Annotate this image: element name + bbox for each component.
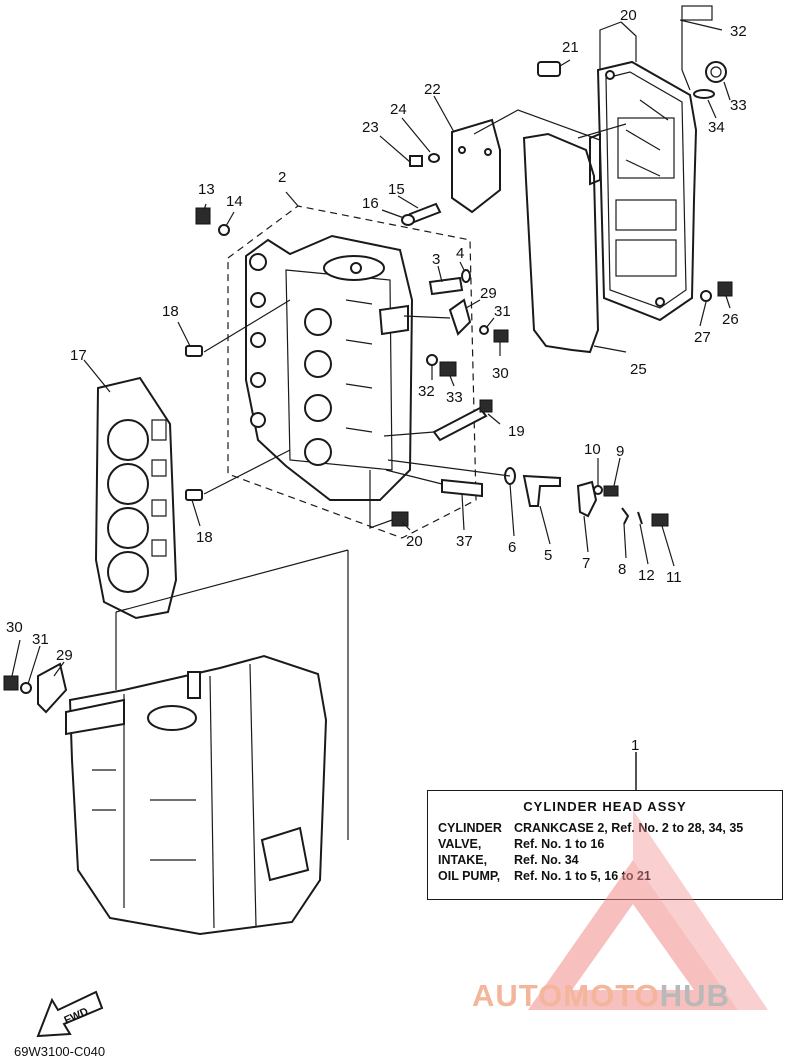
callout-31: 31 xyxy=(494,303,511,320)
callout-15: 15 xyxy=(388,181,405,198)
callout-19: 19 xyxy=(508,423,525,440)
callout-28: 27 xyxy=(694,329,711,346)
watermark-text-main: AUTOMOTO xyxy=(472,978,660,1013)
legend-key: OIL PUMP, xyxy=(438,869,501,883)
callout-31-left: 31 xyxy=(32,631,49,648)
callout-18-bottom: 18 xyxy=(196,529,213,546)
callout-20: 20 xyxy=(406,533,423,550)
callout-11: 11 xyxy=(666,569,682,586)
legend-key: INTAKE, xyxy=(438,853,488,867)
callout-29: 29 xyxy=(480,285,497,302)
callout-23: 22 xyxy=(424,81,441,98)
small-parts xyxy=(3,5,733,714)
callout-16: 16 xyxy=(362,195,379,212)
callout-30-left: 30 xyxy=(6,619,23,636)
callout-10: 10 xyxy=(584,441,601,458)
callout-34: 33 xyxy=(730,97,747,114)
callout-30: 30 xyxy=(492,365,509,382)
leader-lines xyxy=(11,19,731,840)
callout-25: 24 xyxy=(390,101,407,118)
legend-key: VALVE, xyxy=(438,837,482,851)
cylinder-block xyxy=(65,654,328,936)
fwd-arrow: FWD xyxy=(36,990,104,1038)
head-gasket xyxy=(94,376,178,620)
callout-13: 13 xyxy=(198,181,215,198)
legend-key: CYLINDER xyxy=(438,821,502,835)
assembly-legend: CYLINDER HEAD ASSY CYLINDER CRANKCASE 2,… xyxy=(427,790,783,900)
callout-12: 12 xyxy=(638,567,655,584)
callout-36: 32 xyxy=(730,23,747,40)
callout-29-left: 29 xyxy=(56,647,73,664)
callout-21: 20 xyxy=(620,7,637,24)
callout-14: 14 xyxy=(226,193,243,210)
watermark-text: AUTOMOTOHUB xyxy=(472,978,730,1014)
callout-2: 2 xyxy=(278,169,286,186)
callout-18-top: 18 xyxy=(162,303,179,320)
callout-35: 34 xyxy=(708,119,725,136)
cylinder-head-cover xyxy=(589,60,698,322)
plate xyxy=(451,118,501,214)
diagram-code: 69W3100-C040 xyxy=(14,1044,106,1059)
callout-37: 37 xyxy=(456,533,473,550)
callout-33: 33 xyxy=(446,389,463,406)
callout-22: 21 xyxy=(562,39,579,56)
callout-1: 1 xyxy=(631,737,639,754)
callout-labels: 20 32 21 33 34 22 24 23 15 16 13 14 2 3 … xyxy=(6,7,747,754)
callout-24: 23 xyxy=(362,119,379,136)
callout-5: 5 xyxy=(544,547,552,564)
callout-17: 17 xyxy=(70,347,87,364)
legend-row: OIL PUMP, Ref. No. 1 to 5, 16 to 21 xyxy=(428,868,782,884)
callout-9: 9 xyxy=(616,443,624,460)
callout-6: 6 xyxy=(508,539,516,556)
callout-3: 3 xyxy=(432,251,440,268)
legend-row: VALVE, Ref. No. 1 to 16 xyxy=(428,836,782,852)
legend-row: INTAKE, Ref. No. 34 xyxy=(428,852,782,868)
callout-26: 25 xyxy=(630,361,647,378)
callout-27: 26 xyxy=(722,311,739,328)
legend-value: Ref. No. 34 xyxy=(514,853,579,867)
legend-title: CYLINDER HEAD ASSY xyxy=(523,799,687,814)
callout-8: 8 xyxy=(618,561,626,578)
legend-value: CRANKCASE 2, Ref. No. 2 to 28, 34, 35 xyxy=(514,821,744,835)
legend-row: CYLINDER CRANKCASE 2, Ref. No. 2 to 28, … xyxy=(428,820,782,836)
watermark-text-hub: HUB xyxy=(659,978,730,1013)
legend-value: Ref. No. 1 to 5, 16 to 21 xyxy=(514,869,651,883)
callout-4: 4 xyxy=(456,245,464,262)
callout-32: 32 xyxy=(418,383,435,400)
cover-gasket xyxy=(522,132,600,354)
callout-7: 7 xyxy=(582,555,590,572)
watermark-logo-icon xyxy=(528,810,768,1010)
legend-value: Ref. No. 1 to 16 xyxy=(514,837,605,851)
